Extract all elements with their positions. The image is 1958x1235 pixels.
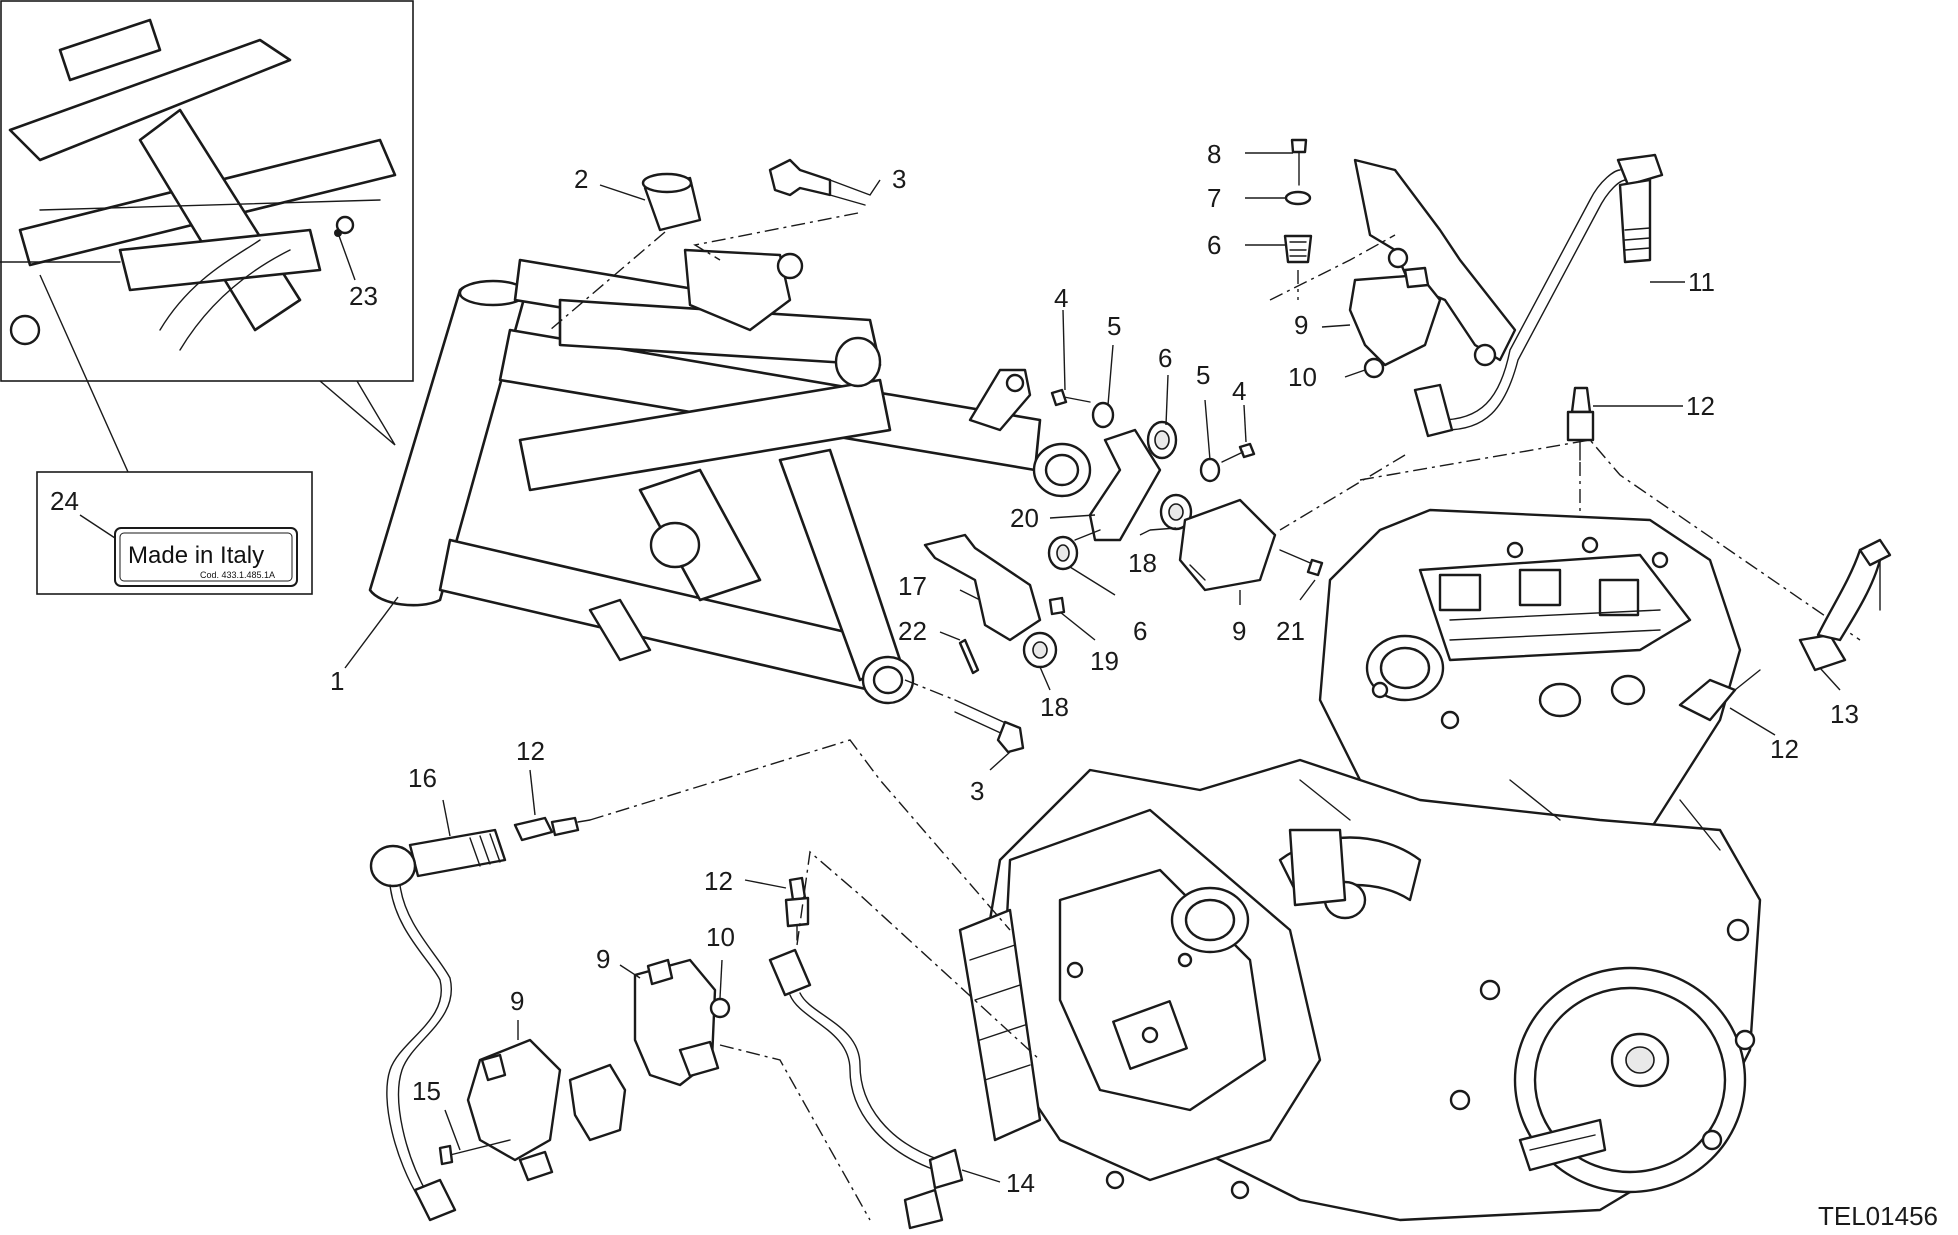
callout-12-left: 12: [516, 736, 545, 766]
detail-inset-pointer: [319, 380, 396, 446]
callout-7: 7: [1207, 183, 1221, 213]
callout-16: 16: [408, 763, 437, 793]
callout-18-upper: 18: [1128, 548, 1157, 578]
bolt-3-lower: 3: [904, 679, 1025, 806]
callout-24: 24: [50, 486, 79, 516]
callout-11: 11: [1688, 267, 1715, 297]
callout-6-upper: 6: [1158, 343, 1172, 373]
callout-9-top: 9: [1294, 310, 1308, 340]
bracket-17: [923, 533, 1042, 642]
plate-title: Made in Italy: [128, 542, 264, 569]
mount-cluster: 4 5 6 20 5 4 18 6: [1010, 283, 1324, 646]
callout-10-low: 10: [706, 922, 735, 952]
callout-6-top: 6: [1207, 230, 1221, 260]
callout-17: 17: [898, 571, 927, 601]
engine-block: [958, 439, 1861, 1222]
frame-top-bracket: [683, 248, 792, 332]
callout-21: 21: [1276, 616, 1305, 646]
callout-22: 22: [898, 616, 927, 646]
callout-12-mid: 12: [704, 866, 733, 896]
bushing-2: 2: [549, 164, 702, 331]
callout-18-lower: 18: [1040, 692, 1069, 722]
callout-1: 1: [330, 666, 344, 696]
callout-20: 20: [1010, 503, 1039, 533]
callout-12-right: 12: [1770, 734, 1799, 764]
callout-12-top: 12: [1686, 391, 1715, 421]
callout-15: 15: [412, 1076, 441, 1106]
callout-5-right: 5: [1196, 360, 1210, 390]
main-frame: 1: [330, 248, 1092, 705]
callout-8: 8: [1207, 139, 1221, 169]
callout-2: 2: [574, 164, 588, 194]
callout-3-upper: 3: [892, 164, 906, 194]
coil-assembly-lower: 12 16 9 15 9 10: [369, 736, 1041, 1230]
callout-10-top: 10: [1288, 362, 1317, 392]
inset-frame-tubes: [0, 18, 397, 351]
callout-13: 13: [1830, 699, 1859, 729]
callout-4-left: 4: [1054, 283, 1068, 313]
ignition-coil-9-centre: [1178, 498, 1277, 592]
callout-3-lower: 3: [970, 776, 984, 806]
callout-4-right: 4: [1232, 376, 1246, 406]
bracket-cluster-17: 17 22 19 18: [898, 533, 1119, 722]
made-in-italy-plate: [114, 527, 298, 587]
callout-9-centre: 9: [1232, 616, 1246, 646]
bracket-20: [1088, 428, 1162, 542]
callout-19: 19: [1090, 646, 1119, 676]
coil-assembly-upper: 8 7 6 9 10 11 12: [1207, 138, 1715, 531]
ignition-coil-9-lower-left: [466, 1038, 562, 1162]
drawing-code: TEL01456: [1818, 1201, 1938, 1231]
callout-14: 14: [1006, 1168, 1035, 1198]
callout-23: 23: [349, 281, 378, 311]
plate-code: Cod. 433.1.485.1A: [200, 570, 275, 580]
bolt-3-upper: 3: [693, 158, 906, 261]
callout-5-left: 5: [1107, 311, 1121, 341]
callout-9-left: 9: [510, 986, 524, 1016]
callout-9-mid: 9: [596, 944, 610, 974]
rear-plug-and-cap: 12 13: [1678, 538, 1892, 764]
ignition-coil-9-upper: [1348, 273, 1442, 367]
label-plate-box: 24 Made in Italy Cod. 433.1.485.1A: [36, 471, 313, 595]
callout-6-lower: 6: [1133, 616, 1147, 646]
detail-inset: 23: [0, 0, 414, 473]
